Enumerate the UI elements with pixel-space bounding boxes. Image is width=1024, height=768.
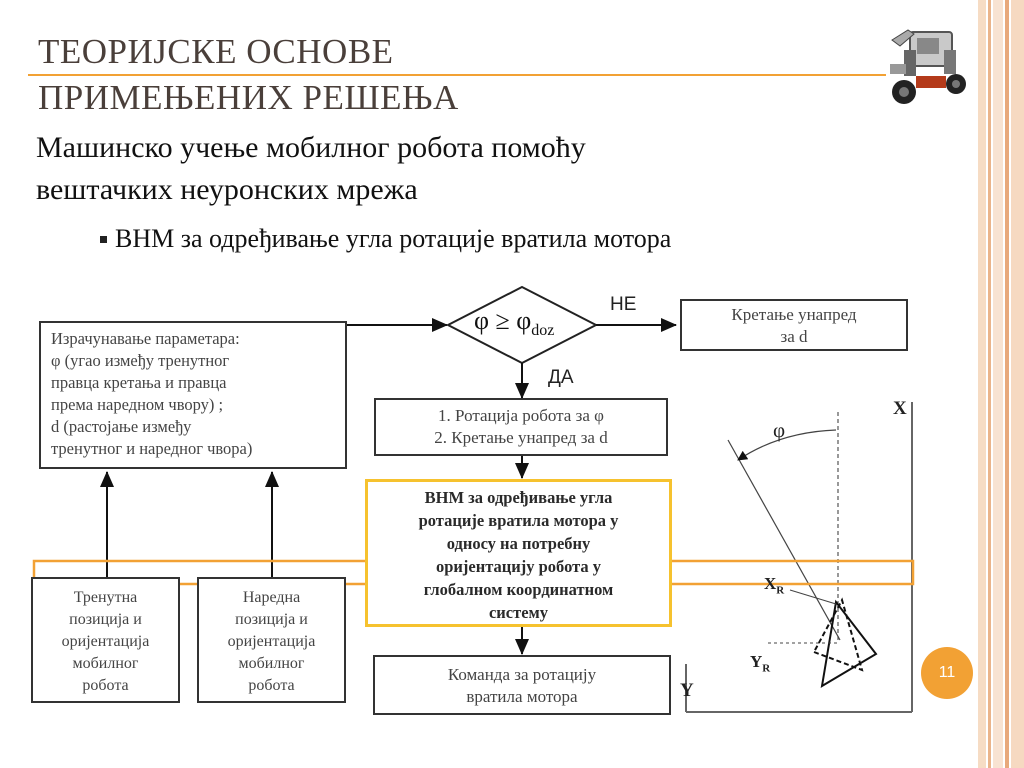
- ann-line-1: ВНМ за одређивање угла: [424, 488, 613, 507]
- next-position-box: Наредна позиција и оријентација мобилног…: [197, 577, 346, 703]
- params-line-2: φ (угао између тренутног: [51, 351, 230, 370]
- current-line-1: Тренутна: [73, 589, 138, 606]
- rotate-box: 1. Ротација робота за φ 2. Кретање унапр…: [374, 398, 668, 456]
- params-line-5: d (растојање између: [51, 417, 192, 436]
- phi-label: φ: [773, 418, 786, 442]
- slide-title-line2: ПРИМЕЊЕНИХ РЕШЕЊА: [38, 78, 459, 117]
- next-line-5: робота: [248, 677, 295, 694]
- edge-stripe-4: [1005, 0, 1009, 768]
- yes-label: ДА: [548, 367, 574, 388]
- edge-stripe-3: [993, 0, 1003, 768]
- slide-title-line1: ТЕОРИЈСКЕ ОСНОВЕ: [38, 32, 394, 71]
- xr-sub: R: [776, 584, 785, 597]
- params-line-6: тренутног и наредног чвора): [51, 439, 253, 458]
- robot-triangle-next: [812, 597, 864, 672]
- ann-line-6: систему: [488, 603, 549, 622]
- robot-image: [890, 29, 966, 104]
- robot-heading-line: [727, 439, 841, 641]
- params-box: Израчунавање параметара: φ (угао између …: [39, 321, 347, 469]
- current-line-2: позиција и: [69, 611, 142, 628]
- bullet-text: ВНМ за одређивање угла ротације вратила …: [115, 224, 672, 253]
- yr-label: YR: [750, 652, 770, 674]
- current-position-box: Тренутна позиција и оријентација мобилно…: [31, 577, 180, 703]
- xr-text: X: [764, 574, 777, 593]
- command-box: Команда за ротацију вратила мотора: [373, 655, 671, 715]
- edge-stripe-1: [978, 0, 986, 768]
- next-line-3: оријентација: [227, 633, 316, 650]
- bullet-square-icon: [100, 236, 107, 243]
- next-line-1: Наредна: [242, 589, 301, 606]
- forward-line-1: Кретање унапред: [731, 305, 857, 324]
- xr-guide: [789, 589, 837, 605]
- params-line-1: Израчунавање параметара:: [51, 329, 240, 348]
- phi-arc: [737, 429, 837, 461]
- xr-label: XR: [764, 574, 784, 596]
- robot-triangle-current: [820, 599, 878, 688]
- ann-line-3: односу на потребну: [446, 534, 591, 553]
- subtitle-line2: вештачких неуронских мрежа: [36, 173, 418, 206]
- current-line-4: мобилног: [72, 655, 139, 672]
- params-line-4: према наредном чвору) ;: [51, 395, 224, 414]
- subtitle-line1: Машинско учење мобилног робота помоћу: [36, 131, 586, 164]
- axis-x-label: X: [893, 398, 907, 419]
- edge-stripe-5: [1011, 0, 1024, 768]
- next-line-4: мобилног: [238, 655, 305, 672]
- rotate-line-2: 2. Кретање унапред за d: [434, 428, 608, 447]
- current-line-3: оријентација: [61, 633, 150, 650]
- command-line-2: вратила мотора: [466, 687, 578, 706]
- title-underline: [28, 74, 886, 76]
- rotate-line-1: 1. Ротација робота за φ: [438, 406, 604, 425]
- page-number-badge: 11: [921, 647, 973, 699]
- condition-sub: doz: [531, 322, 555, 340]
- condition-phi: φ ≥ φ: [474, 306, 532, 335]
- yr-sub: R: [762, 662, 771, 675]
- edge-stripe-2: [988, 0, 991, 768]
- params-line-3: правца кретања и правца: [51, 373, 227, 392]
- ann-line-2: ротације вратила мотора у: [418, 511, 619, 530]
- axis-y-label: Y: [680, 680, 694, 701]
- next-line-2: позиција и: [235, 611, 308, 628]
- condition-label: φ ≥ φdoz: [474, 306, 554, 340]
- forward-box: Кретање унапред за d: [680, 299, 908, 351]
- yr-text: Y: [750, 652, 763, 671]
- bullet-item: ВНМ за одређивање угла ротације вратила …: [100, 224, 671, 254]
- ann-box: ВНМ за одређивање угла ротације вратила …: [365, 479, 672, 627]
- no-label: НЕ: [610, 294, 637, 315]
- forward-line-2: за d: [780, 327, 808, 346]
- ann-line-5: глобалном координатном: [423, 580, 614, 599]
- command-line-1: Команда за ротацију: [447, 665, 597, 684]
- current-line-5: робота: [82, 677, 129, 694]
- ann-line-4: оријентацију робота у: [435, 557, 602, 576]
